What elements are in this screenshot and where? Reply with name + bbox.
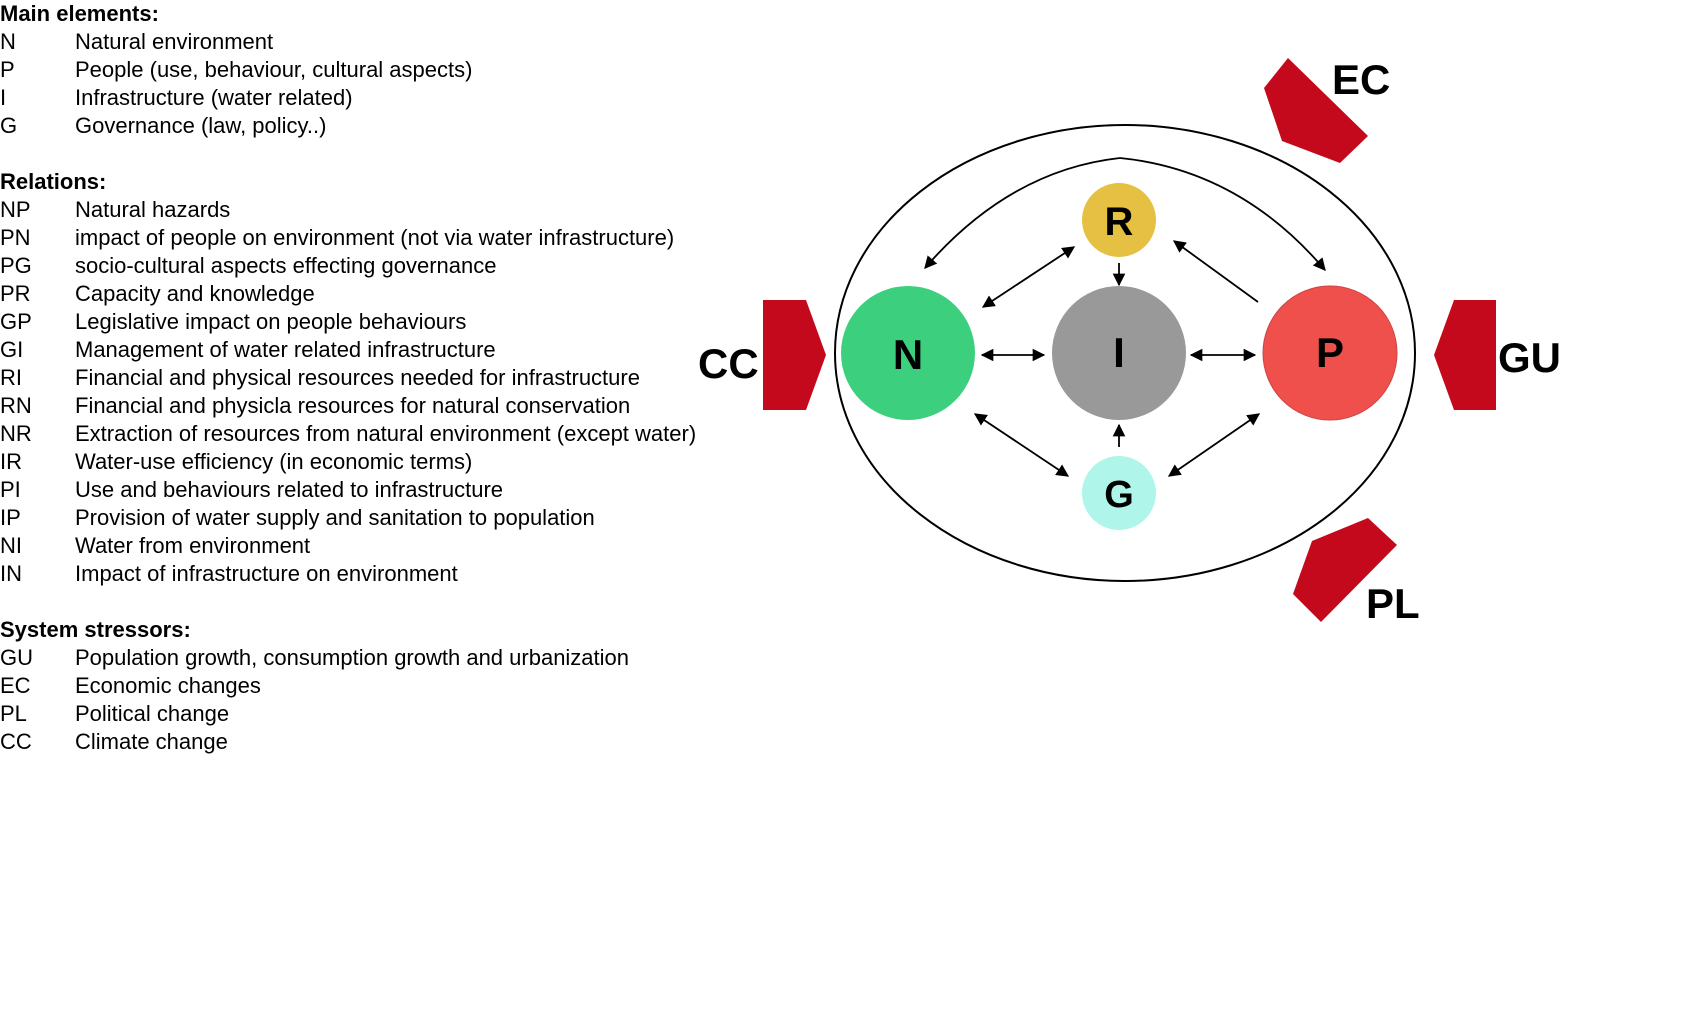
node-g: G xyxy=(1082,456,1156,530)
relation-description: Use and behaviours related to infrastruc… xyxy=(75,477,504,502)
arrow-n-g xyxy=(973,413,1070,477)
arrow-np xyxy=(924,157,1121,269)
stressor-code: GU xyxy=(0,645,33,670)
arrow-g-p xyxy=(1167,413,1261,477)
relation-code: PI xyxy=(0,477,21,502)
relation-code: IR xyxy=(0,449,22,474)
relation-description: Provision of water supply and sanitation… xyxy=(75,505,595,530)
stressor-code: PL xyxy=(0,701,27,726)
relation-code: IP xyxy=(0,505,21,530)
stressor-gu-label: GU xyxy=(1498,334,1561,381)
relation-code: GP xyxy=(0,309,32,334)
stressor-pl-label: PL xyxy=(1366,580,1420,627)
stressor-gu: GU xyxy=(1434,300,1561,410)
node-r-label: R xyxy=(1105,200,1134,244)
stressor-ec: EC xyxy=(1264,56,1390,163)
relation-description: Capacity and knowledge xyxy=(75,281,315,306)
node-g-label: G xyxy=(1104,474,1134,516)
node-i-label: I xyxy=(1113,329,1125,376)
node-n-label: N xyxy=(893,331,923,378)
stressor-pl: PL xyxy=(1293,518,1420,627)
relation-code: PG xyxy=(0,253,32,278)
main-element-code: I xyxy=(0,85,7,110)
main-element-code: N xyxy=(0,29,16,54)
stressor-description: Climate change xyxy=(75,729,228,754)
relation-code: RN xyxy=(0,393,32,418)
relation-description: Water-use efficiency (in economic terms) xyxy=(75,449,473,474)
relations-title: Relations: xyxy=(0,169,107,194)
relation-code: PN xyxy=(0,225,31,250)
main-element-description: Governance (law, policy..) xyxy=(75,113,327,138)
relation-description: Legislative impact on people behaviours xyxy=(75,309,467,334)
relation-code: NR xyxy=(0,421,32,446)
node-p: P xyxy=(1262,285,1398,421)
stressors-title: System stressors: xyxy=(0,617,191,642)
relation-description: Extraction of resources from natural env… xyxy=(75,421,697,446)
node-n: N xyxy=(841,286,975,420)
arrow-r-n xyxy=(981,246,1076,308)
stressor-description: Population growth, consumption growth an… xyxy=(75,645,630,670)
system-boundary xyxy=(834,124,1416,582)
relation-code: IN xyxy=(0,561,22,586)
relation-code: RI xyxy=(0,365,22,390)
stressor-description: Political change xyxy=(75,701,230,726)
stressor-ec-label: EC xyxy=(1332,56,1390,103)
relation-code: PR xyxy=(0,281,31,306)
arrow-p-r xyxy=(1172,240,1259,303)
main-element-description: Natural environment xyxy=(75,29,274,54)
relation-code: GI xyxy=(0,337,24,362)
node-i: I xyxy=(1052,286,1186,420)
main-elements-title: Main elements: xyxy=(0,1,159,26)
main-element-description: Infrastructure (water related) xyxy=(75,85,353,110)
relation-description: Financial and physical resources needed … xyxy=(75,365,640,390)
stressor-code: CC xyxy=(0,729,32,754)
main-element-code: G xyxy=(0,113,18,138)
relation-code: NP xyxy=(0,197,31,222)
stressor-cc-label: CC xyxy=(698,340,759,387)
stressor-code: EC xyxy=(0,673,31,698)
relation-description: Natural hazards xyxy=(75,197,231,222)
stressor-cc: CC xyxy=(698,300,826,410)
node-r: R xyxy=(1082,183,1156,257)
relation-code: NI xyxy=(0,533,22,558)
relation-description: Management of water related infrastructu… xyxy=(75,337,496,362)
node-p-label: P xyxy=(1316,329,1344,376)
arrow-pn xyxy=(1119,157,1326,271)
relation-description: socio-cultural aspects effecting governa… xyxy=(75,253,497,278)
main-element-code: P xyxy=(0,57,15,82)
main-element-description: People (use, behaviour, cultural aspects… xyxy=(75,57,473,82)
relation-description: Financial and physicla resources for nat… xyxy=(75,393,631,418)
relation-description: Water from environment xyxy=(75,533,311,558)
stressor-description: Economic changes xyxy=(75,673,261,698)
relation-description: impact of people on environment (not via… xyxy=(75,225,675,250)
relation-description: Impact of infrastructure on environment xyxy=(75,561,458,586)
